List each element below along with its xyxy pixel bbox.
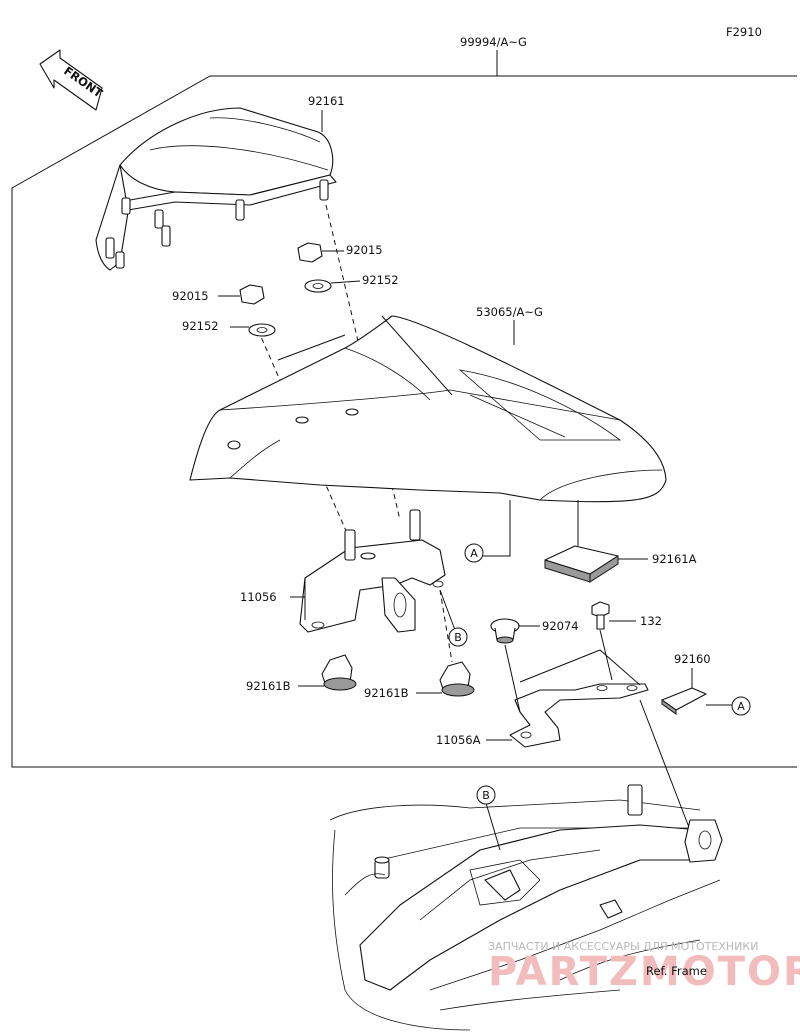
label-nut-upper: 92015 — [346, 243, 383, 257]
leader-grommet-axis — [504, 644, 521, 713]
leader-washer-upper — [330, 280, 361, 284]
leader-b-bracket — [439, 589, 456, 631]
tape-part — [661, 687, 707, 715]
label-pad-block: 92161A — [652, 552, 697, 566]
grommet-part — [490, 618, 520, 644]
nut-upper-part — [297, 242, 323, 263]
kit-outline-frame — [11, 75, 797, 768]
pad-block-part — [544, 545, 619, 583]
washer-upper-part — [304, 279, 332, 293]
reference-label: Ref. Frame — [646, 964, 707, 978]
callout-a-main — [464, 543, 484, 563]
label-bracket-a: 11056A — [436, 733, 481, 747]
washer-left-part — [248, 323, 276, 337]
leader-a-main — [483, 500, 511, 557]
label-washer-upper: 92152 — [362, 273, 399, 287]
callout-b-bracket-label: B — [454, 631, 462, 644]
label-damper-left: 92161B — [246, 679, 291, 693]
callout-b-frame-label: B — [482, 789, 490, 802]
axis-right-damper — [439, 589, 453, 663]
label-nut-left: 92015 — [172, 289, 209, 303]
label-damper-right: 92161B — [364, 686, 409, 700]
callout-a-tape — [731, 696, 751, 716]
seat-cover-part — [95, 107, 337, 271]
label-tape: 92160 — [674, 652, 711, 666]
callout-b-frame — [476, 785, 496, 805]
callout-b-bracket — [448, 627, 468, 647]
callout-a-tape-label: A — [737, 700, 745, 713]
leader-bracket-a-frame — [639, 699, 691, 831]
bracket-a-part — [509, 683, 649, 748]
leader-b-frame — [485, 802, 501, 851]
leader-cowl-inner — [381, 315, 453, 396]
label-cowl: 53065/A~G — [476, 305, 543, 319]
bracket-part — [299, 509, 446, 633]
label-grommet: 92074 — [542, 619, 579, 633]
leader-cowl-left — [277, 334, 346, 361]
front-direction-arrow: FRONT — [39, 49, 105, 111]
kit-number-label: 99994/A~G — [460, 35, 527, 49]
damper-right-part — [439, 661, 475, 697]
figure-code: F2910 — [726, 25, 762, 39]
reference-frame-part — [329, 784, 723, 1031]
callout-a-main-label: A — [470, 547, 478, 560]
axis-left-stud — [257, 329, 351, 541]
damper-left-part — [321, 654, 357, 691]
watermark-caption: ЗАПЧАСТИ И АКСЕССУАРЫ ДЛЯ МОТОТЕХНИКИ — [488, 940, 758, 953]
nut-left-part — [239, 284, 265, 305]
label-bolt: 132 — [640, 614, 662, 628]
label-washer-left: 92152 — [182, 319, 219, 333]
label-seat-cover: 92161 — [308, 94, 345, 108]
bolt-part — [591, 601, 610, 630]
label-bracket: 11056 — [240, 590, 277, 604]
seat-cowl-part — [189, 315, 667, 503]
bracket-a-guide — [519, 649, 641, 686]
